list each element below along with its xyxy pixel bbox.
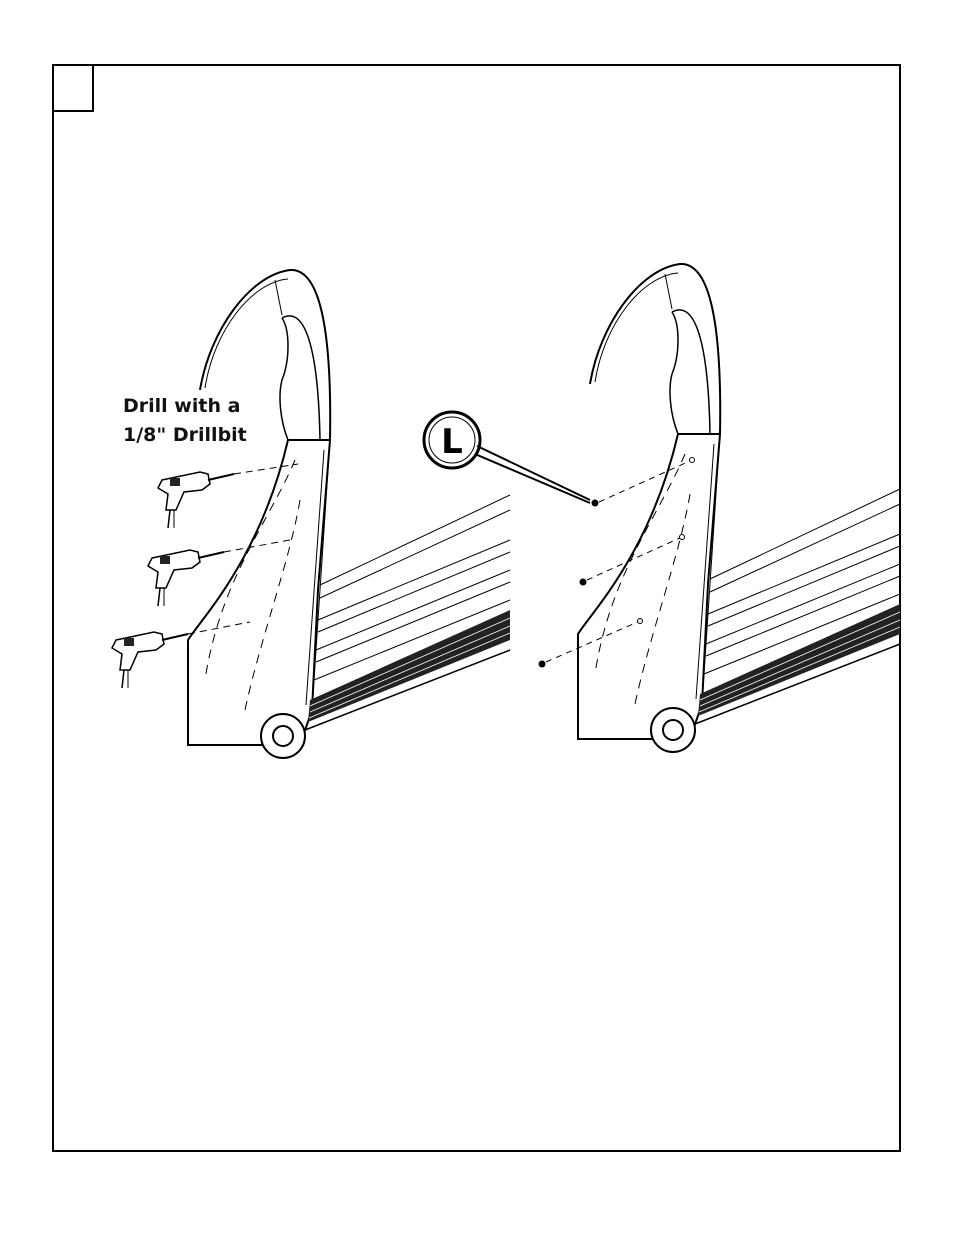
part-callout-l: L <box>424 412 590 503</box>
instruction-line-2: 1/8" Drillbit <box>123 421 247 450</box>
left-bracket <box>188 270 510 758</box>
right-bracket <box>578 264 900 752</box>
drill-instruction: Drill with a 1/8" Drillbit <box>123 392 247 450</box>
part-letter: L <box>441 422 463 462</box>
instruction-line-1: Drill with a <box>123 392 247 421</box>
